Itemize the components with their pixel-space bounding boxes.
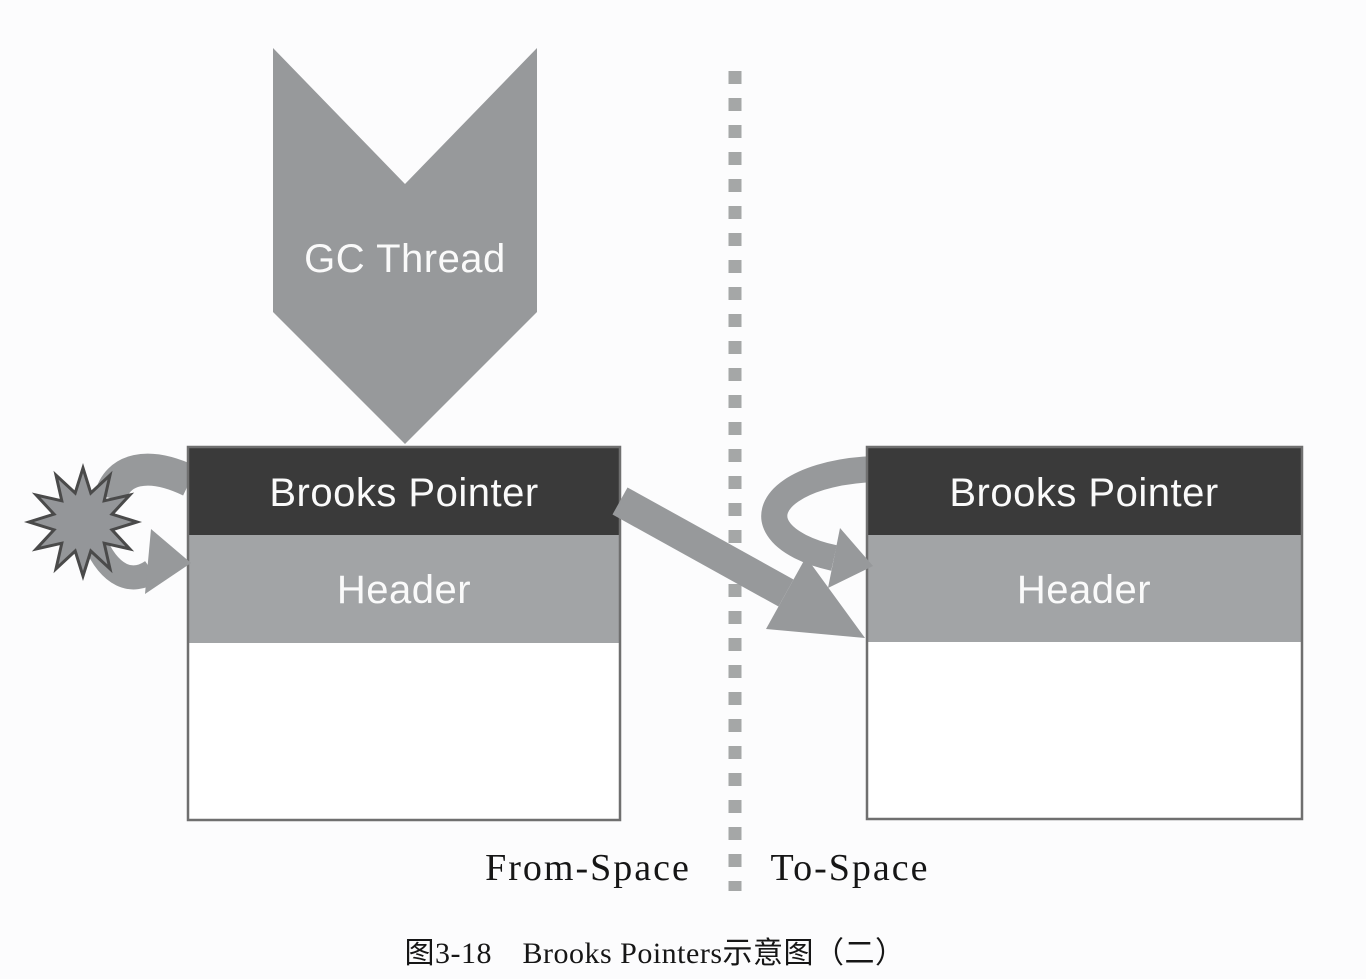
to-brooks-pointer-label: Brooks Pointer: [949, 471, 1218, 515]
forwarding-arrow: [612, 487, 865, 638]
to-space-object-box: [865, 445, 1304, 821]
to-header-label: Header: [1017, 568, 1151, 612]
figure-caption: 图3-18 Brooks Pointers示意图（二）: [405, 937, 906, 970]
gc-thread-label: GC Thread: [304, 237, 506, 281]
from-brooks-pointer-label: Brooks Pointer: [269, 471, 538, 515]
forwarding-arrow-shaft: [612, 487, 794, 607]
forwarding-arrow-head: [766, 557, 865, 638]
access-arrow-to-header-head: [145, 529, 191, 594]
to-header-band: [867, 535, 1302, 642]
from-space-label: From-Space: [485, 847, 691, 889]
from-object-body: [188, 643, 620, 820]
from-header-label: Header: [337, 568, 471, 612]
to-space-label: To-Space: [771, 847, 930, 889]
to-brooks-pointer-bar: [867, 447, 1302, 535]
from-space-object-box: [186, 445, 622, 822]
from-header-band: [188, 535, 620, 643]
to-object-body: [867, 642, 1302, 819]
to-box-outline: [865, 445, 1304, 821]
access-burst-star: [23, 462, 143, 582]
from-box-outline: [186, 445, 622, 822]
self-reference-loop-arrow-head: [828, 528, 873, 588]
from-brooks-pointer-bar: [188, 447, 620, 535]
gc-thread-chevron: [273, 48, 537, 444]
access-arrow-to-brooks-pointer: [94, 453, 197, 503]
